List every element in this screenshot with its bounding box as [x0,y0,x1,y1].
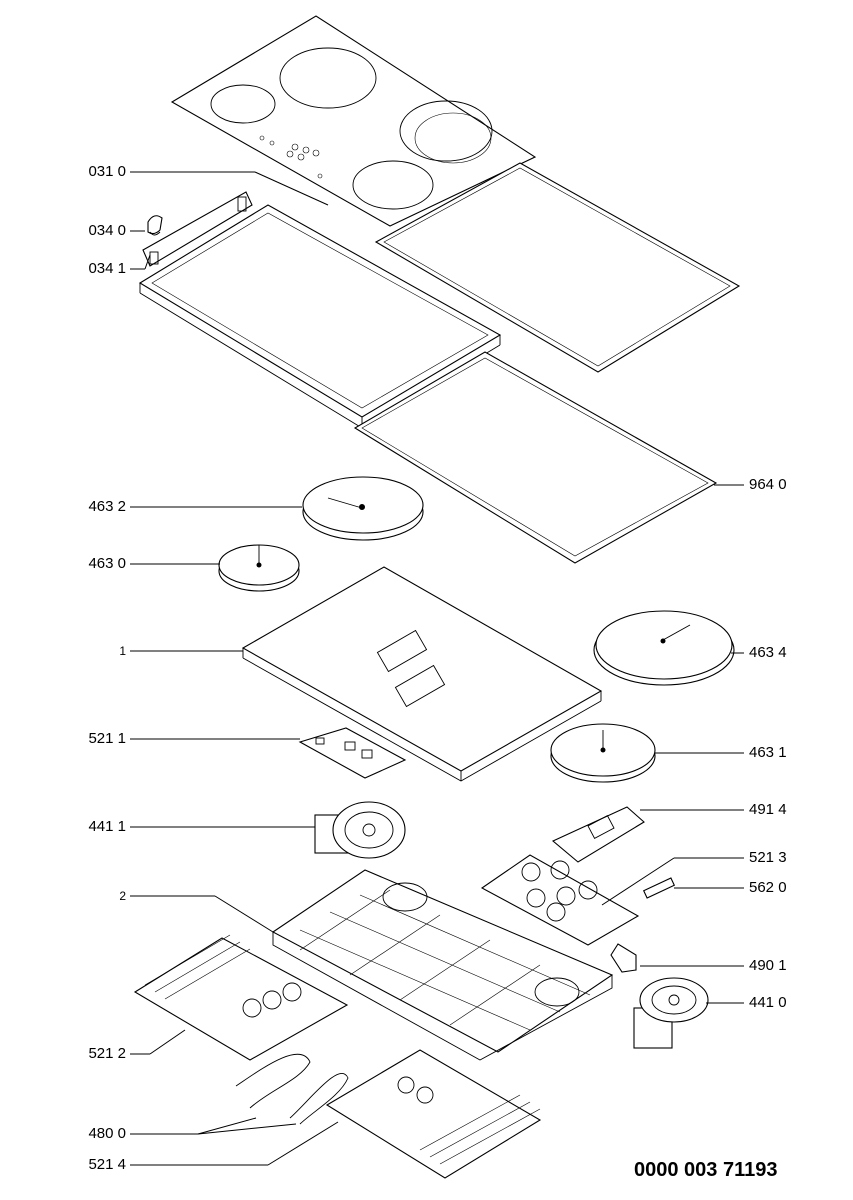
part-label-521-2: 521 2 [88,1045,126,1062]
board-521-4-part [325,1049,542,1179]
bracket-490-1-part [610,943,637,973]
part-label-034-0: 034 0 [88,222,126,239]
cover-491-4-part [551,806,645,863]
document-number: 0000 003 71193 [634,1159,778,1181]
coil-463-1-part [550,723,656,783]
glass-gasket-part [374,162,741,373]
part-label-480-0: 480 0 [88,1125,126,1142]
clip-part [147,215,163,236]
part-label-964-0: 964 0 [749,476,787,493]
part-label-521-1: 521 1 [88,730,126,747]
part-label-463-1: 463 1 [749,744,787,761]
part-label-490-1: 490 1 [749,957,787,974]
coil-463-4-part [593,610,735,686]
part-label-1: 1 [119,644,126,658]
part-label-491-4: 491 4 [749,801,787,818]
board-521-1-part [298,727,407,779]
part-label-034-1: 034 1 [88,260,126,277]
part-label-562-0: 562 0 [749,879,787,896]
part-label-521-3: 521 3 [749,849,787,866]
coil-463-0-part [218,544,300,592]
part-label-031-0: 031 0 [88,163,126,180]
part-label-521-4: 521 4 [88,1156,126,1173]
part-label-463-0: 463 0 [88,555,126,572]
carrier-plate-part [241,566,603,782]
part-label-441-1: 441 1 [88,818,126,835]
fan-441-0-part [633,977,709,1049]
part-label-2: 2 [119,889,126,903]
leader-lines [130,171,744,1166]
fuse-562-0-part [642,877,676,899]
cables-480-0-part [235,1053,349,1125]
part-label-463-4: 463 4 [749,644,787,661]
fan-441-1-part [314,801,406,859]
glass-cooktop-part [170,15,537,227]
seal-part [353,351,718,564]
board-521-2-part [133,934,349,1061]
board-521-3-part [480,854,640,946]
housing-tray-part [271,869,614,1061]
part-label-441-0: 441 0 [749,994,787,1011]
part-label-463-2: 463 2 [88,498,126,515]
coil-463-2-part [302,476,424,541]
